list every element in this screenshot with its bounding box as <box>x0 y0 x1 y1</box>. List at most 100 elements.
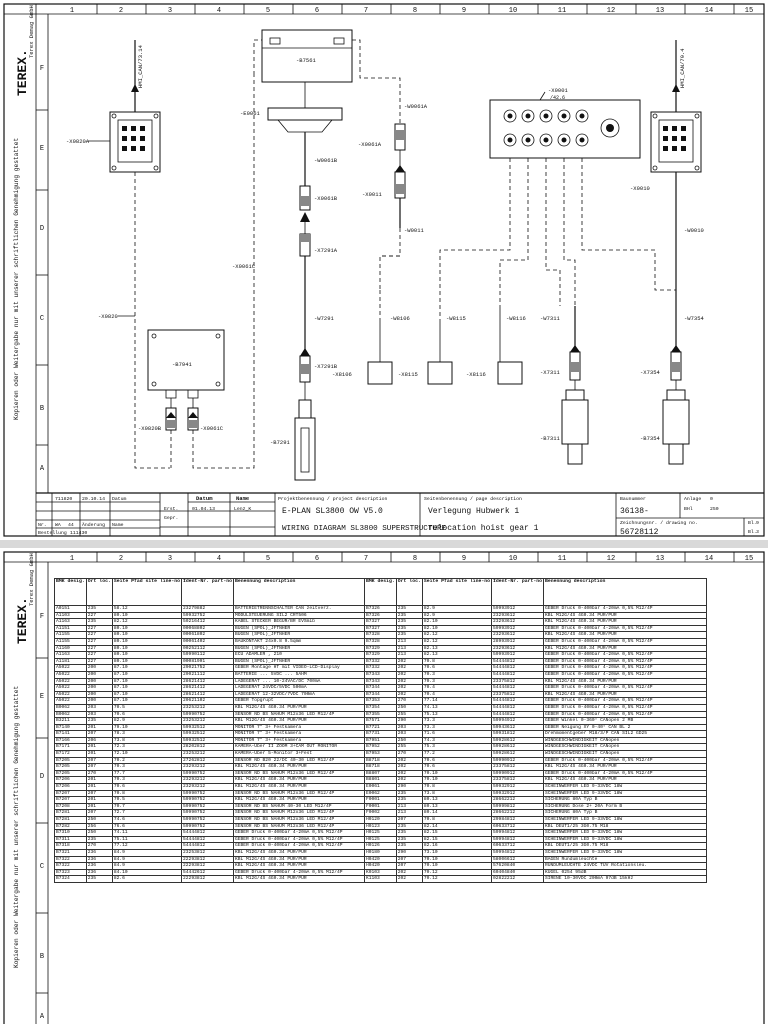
table-cell: K0103 <box>364 868 397 877</box>
table-cell: 84.9 <box>111 848 183 857</box>
table-cell: 80.10 <box>111 651 183 659</box>
table-cell: 73.8 <box>421 789 493 798</box>
table-cell: GEBER Druck 0-400bar 4-20mA 0,5% M12/4P <box>542 624 707 633</box>
sensor-b7941[interactable] <box>147 329 225 391</box>
table-cell: 74.11 <box>111 829 183 837</box>
row-label: A <box>40 1013 45 1021</box>
table-cell: 202 <box>395 684 423 692</box>
table-cell: 59990752 <box>181 802 234 811</box>
distribution-box-x0001[interactable] <box>489 99 641 159</box>
table-cell: H0125 <box>364 835 397 844</box>
column-label: 10 <box>509 555 517 563</box>
table-cell: B7206 <box>54 783 87 791</box>
w7311-label: -W7311 <box>540 315 561 322</box>
table-cell: 23375812 <box>491 677 544 686</box>
table-cell: H0180 <box>364 848 397 857</box>
table-cell: 255 <box>395 743 423 752</box>
table-cell: KBL M12G/4S 4G0.34 PUR/PUR <box>542 763 707 771</box>
table-cell: 70.8 <box>111 789 183 798</box>
connector-x8115[interactable] <box>427 361 453 385</box>
table-cell: 23293212 <box>181 783 234 791</box>
pressure-sensor-b7354[interactable] <box>662 399 690 445</box>
col-header-part: Ident-Nr. part-no <box>181 578 234 606</box>
table-cell: 60633712 <box>491 842 544 850</box>
table-cell: GEBER Winkel 0-360° CANopen 2 MB <box>542 717 707 725</box>
rev-name-label: Name <box>112 522 124 528</box>
table-cell: 203 <box>85 703 113 712</box>
drawing-label: Zeichnungsnr. / drawing no. <box>620 520 698 526</box>
table-cell: 227 <box>85 657 113 666</box>
x0061c-bot-label: -X0061C <box>200 425 224 432</box>
table-cell: F0001 <box>364 796 397 804</box>
table-cell: 82.14 <box>421 822 493 831</box>
table-cell: B7318 <box>54 842 87 850</box>
table-cell: 235 <box>85 605 113 613</box>
x0001-ref: /42.6 <box>550 95 565 101</box>
erst-name: Lenz_K <box>234 506 251 512</box>
table-cell: 207 <box>395 862 423 870</box>
table-cell: 203 <box>395 723 423 732</box>
connector-x0820a[interactable] <box>109 111 161 173</box>
sensor-b7291[interactable] <box>294 417 316 481</box>
x8116-label: -X8116 <box>466 371 486 378</box>
connector-x8106[interactable] <box>367 361 393 385</box>
table-cell: SCHEINWERFER LED 9-33VDC 18W <box>542 789 707 798</box>
table-cell: A1155 <box>54 637 87 646</box>
table-cell: 70.3 <box>421 670 493 679</box>
pressure-sensor-b7311[interactable] <box>561 399 589 445</box>
table-cell: 70.7 <box>111 802 183 811</box>
erst-date: 01.04.13 <box>192 506 215 512</box>
bau-number: 36138- <box>620 507 649 516</box>
table-cell: 80.13 <box>421 802 493 811</box>
connector-x8116[interactable] <box>497 361 523 385</box>
hmi-left-label: HMI_CAN/73.14 <box>137 44 144 88</box>
lamp-e0061[interactable] <box>267 107 343 121</box>
cable-x0061c <box>192 75 255 469</box>
table-cell: 59994812 <box>491 829 544 837</box>
table-cell: 70.6 <box>421 664 493 672</box>
table-cell: B7328 <box>364 631 397 639</box>
table-cell: 200 <box>85 684 113 692</box>
table-cell: 80.10 <box>111 644 183 653</box>
table-cell: 206 <box>85 736 113 745</box>
table-cell: 54444812 <box>491 657 544 666</box>
b7291-label: -B7291 <box>270 439 291 446</box>
table-cell: 227 <box>85 631 113 639</box>
table-cell: 202 <box>395 657 423 666</box>
table-cell: A5022 <box>54 664 87 672</box>
table-cell: 59990752 <box>181 816 234 824</box>
table-cell: 201 <box>85 776 113 785</box>
table-cell: 72.7 <box>111 809 183 817</box>
junction-b7561[interactable] <box>261 29 353 83</box>
table-cell: SCHEINWERFER LED 9-33VDC 18W <box>542 816 707 824</box>
erst-label: Erst. <box>164 506 178 512</box>
connector-x0010[interactable] <box>650 111 702 173</box>
table-cell: 74.6 <box>111 816 183 824</box>
table-cell: 73.8 <box>111 736 183 745</box>
table-cell: A1160 <box>54 644 87 653</box>
parts-table-left: BMK desig. Ort loc. Seite Pfad site line… <box>54 578 397 883</box>
table-cell: 235 <box>395 842 423 850</box>
table-cell: GEBER Druck 0-400bar 4-20mA 0,5% M12/4P <box>542 670 707 679</box>
table-cell: 202 <box>395 763 423 771</box>
table-cell: KBL M12G/4S 4G0.34 PUR/PUR <box>542 690 707 699</box>
